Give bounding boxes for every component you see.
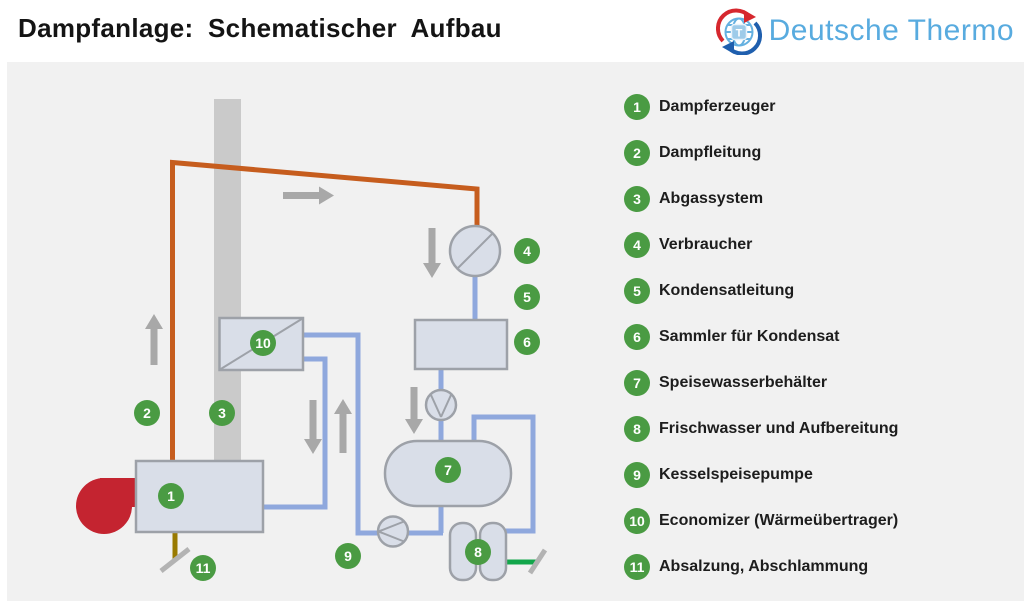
deutsche-thermo-logo-icon: T [715,8,762,55]
flow-arrow-down-tank [405,387,423,434]
legend-badge: 8 [624,416,650,442]
legend-item-frischwasser: 8 Frischwasser und Aufbereitung [624,416,898,442]
diagram-panel: 1 2 3 4 5 6 7 8 9 10 11 1 Dampferzeuger … [7,62,1024,601]
steam-pipe [170,159,480,461]
flow-arrow-up-steam [145,314,163,365]
diagram-badge-5: 5 [514,284,540,310]
legend-label: Frischwasser und Aufbereitung [659,420,899,437]
flow-arrow-down-boilerfeed [304,400,322,454]
legend-badge: 5 [624,278,650,304]
legend-label: Economizer (Wärmeübertrager) [659,512,899,529]
legend-label: Speisewasserbehälter [659,374,828,391]
consumer-icon [448,224,502,278]
burner-icon [76,478,137,534]
legend-badge: 11 [624,554,650,580]
legend-badge: 2 [624,140,650,166]
legend-item-dampferzeuger: 1 Dampferzeuger [624,94,898,120]
header: Dampfanlage: Schematischer Aufbau [0,0,1024,62]
legend-item-verbraucher: 4 Verbraucher [624,232,898,258]
legend-badge: 1 [624,94,650,120]
diagram-badge-9: 9 [335,543,361,569]
boiler-vessel [134,459,265,534]
legend-item-speisewasserbehaelter: 7 Speisewasserbehälter [624,370,898,396]
economizer-vessel [218,316,305,372]
legend-label: Verbraucher [659,236,753,253]
legend-badge: 7 [624,370,650,396]
legend-label: Abgassystem [659,190,764,207]
legend-label: Kesselspeisepumpe [659,466,813,483]
diagram-badge-11: 11 [190,555,216,581]
diagram-badge-7: 7 [435,457,461,483]
diagram-badge-6: 6 [514,329,540,355]
diagram-badge-1: 1 [158,483,184,509]
logo-letter: T [735,28,742,40]
legend-badge: 9 [624,462,650,488]
flow-arrow-right-steam [283,186,334,205]
flow-arrow-down-consumer [423,228,441,278]
diagram-badge-3: 3 [209,400,235,426]
freshwater-valve-icon [527,548,548,575]
boiler-feed-pump-icon [376,515,410,548]
brand-name: Deutsche Thermo [768,14,1014,47]
blowdown-valve-icon [159,547,191,573]
legend-badge: 4 [624,232,650,258]
diagram-badge-2: 2 [134,400,160,426]
legend-badge: 6 [624,324,650,350]
flow-arrow-up-economizer [334,399,352,453]
legend-label: Dampfleitung [659,144,762,161]
legend-item-abgassystem: 3 Abgassystem [624,186,898,212]
economizer-to-boiler-pipe [263,356,328,510]
legend-item-sammler: 6 Sammler für Kondensat [624,324,898,350]
legend-badge: 10 [624,508,650,534]
freshwater-to-tank-pipe [471,414,536,534]
legend-item-economizer: 10 Economizer (Wärmeübertrager) [624,508,898,534]
legend-item-kondensatleitung: 5 Kondensatleitung [624,278,898,304]
legend-label: Absalzung, Abschlammung [659,558,869,575]
flow-arrows [145,186,441,454]
legend-label: Sammler für Kondensat [659,328,840,345]
brand-lockup: T Deutsche Thermo [715,7,1014,55]
legend-badge: 3 [624,186,650,212]
legend-item-kesselspeisepumpe: 9 Kesselspeisepumpe [624,462,898,488]
diagram-badge-10: 10 [250,330,276,356]
diagram-badge-4: 4 [514,238,540,264]
legend: 1 Dampferzeuger 2 Dampfleitung 3 Abgassy… [624,94,898,580]
legend-item-dampfleitung: 2 Dampfleitung [624,140,898,166]
condensate-collector-vessel [413,318,509,371]
condensate-pump-icon [424,388,458,422]
legend-item-absalzung: 11 Absalzung, Abschlammung [624,554,898,580]
legend-label: Kondensatleitung [659,282,795,299]
diagram-badge-8: 8 [465,539,491,565]
schematic-diagram [76,99,548,582]
legend-label: Dampferzeuger [659,98,776,115]
page-title: Dampfanlage: Schematischer Aufbau [18,13,502,43]
